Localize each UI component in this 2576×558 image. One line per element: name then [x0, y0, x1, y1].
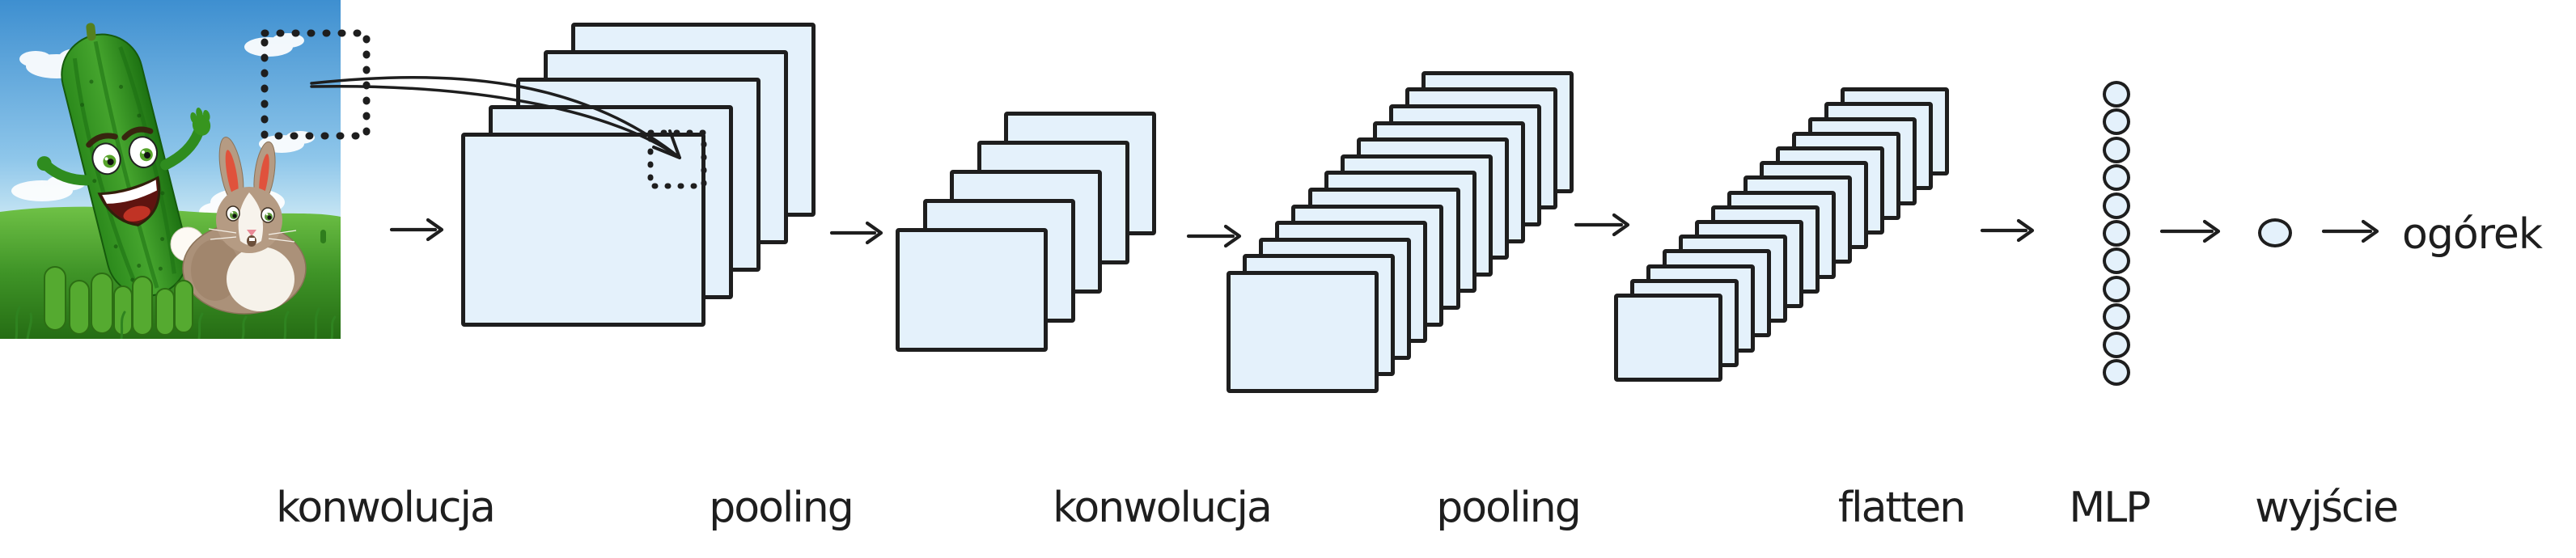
- rabbit-character: [170, 137, 307, 315]
- operation-label: wyjście: [2255, 484, 2399, 532]
- operation-label: pooling: [1436, 484, 1582, 532]
- mlp-neuron: [2103, 136, 2130, 163]
- operation-label: MLP: [2069, 484, 2150, 532]
- mlp-neuron: [2103, 331, 2130, 358]
- grass-tufts: [15, 306, 337, 339]
- pool2-feature-maps-layer: [1614, 294, 1722, 382]
- mlp-neuron: [2103, 108, 2130, 136]
- conv1-feature-maps-layer: [461, 133, 705, 327]
- operation-label: konwolucja: [1053, 484, 1273, 532]
- mlp-neuron: [2103, 275, 2130, 302]
- mlp-neuron: [2103, 359, 2130, 386]
- flow-arrow-head: [1223, 224, 1242, 248]
- operation-label: konwolucja: [276, 484, 496, 532]
- small-cucumbers: [44, 266, 193, 336]
- flow-arrow-head: [865, 221, 883, 245]
- output-neuron: [2258, 218, 2292, 247]
- predicted-class-text: ogórek: [2402, 210, 2543, 259]
- pool1-feature-maps-layer: [896, 228, 1048, 352]
- mlp-neuron: [2103, 220, 2130, 247]
- mlp-neuron: [2103, 164, 2130, 192]
- flow-arrow-head: [2016, 218, 2035, 243]
- mlp-neuron: [2103, 81, 2130, 108]
- flow-arrow-head: [2202, 219, 2221, 243]
- flow-arrow-head: [2361, 219, 2379, 243]
- input-photo: [0, 0, 341, 339]
- flow-arrow-head: [1612, 213, 1630, 237]
- operation-label: flatten: [1837, 484, 1966, 532]
- operation-label: pooling: [709, 484, 854, 532]
- mlp-neuron: [2103, 192, 2130, 219]
- conv2-feature-maps-layer: [1227, 271, 1379, 393]
- flow-arrow-head: [426, 218, 444, 242]
- cucumber-character: [36, 23, 211, 297]
- mlp-neuron: [2103, 303, 2130, 331]
- mlp-neuron: [2103, 247, 2130, 275]
